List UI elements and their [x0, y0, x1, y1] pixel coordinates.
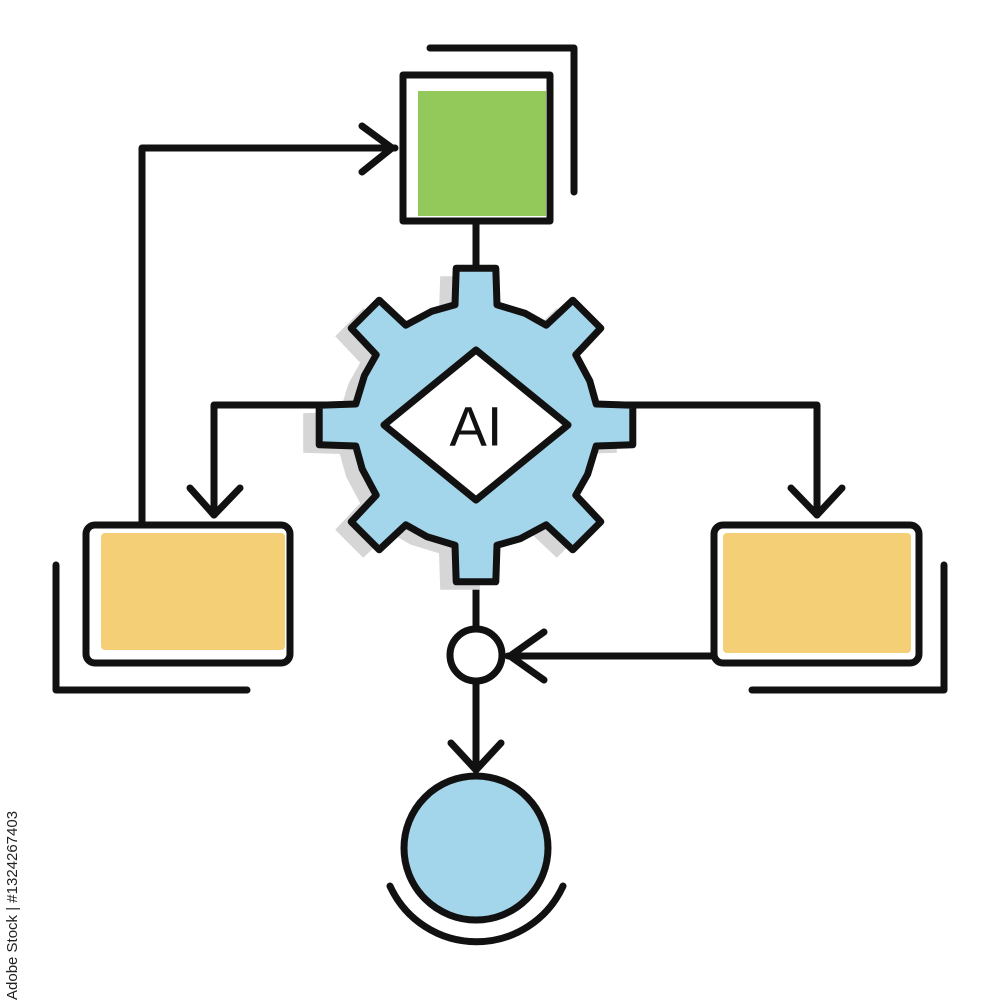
edge-gear-to-right-box — [622, 401, 821, 519]
right-box — [710, 521, 948, 694]
arrowhead-into-merge-node — [506, 628, 548, 684]
left-box-fill — [101, 533, 285, 650]
left-box — [52, 521, 294, 694]
top-box-fill — [418, 91, 546, 216]
edge-left-box-to-top-box — [138, 144, 399, 527]
stock-id-label: Adobe Stock | #1324267403 — [4, 810, 21, 1000]
merge-node — [446, 625, 506, 685]
arrowhead-into-end-node — [447, 739, 505, 774]
end-node — [386, 772, 567, 946]
left-box-stack-accent — [52, 561, 251, 694]
ai-gear: AI — [303, 264, 637, 590]
connectors — [138, 122, 846, 774]
right-box-stack-accent — [748, 561, 948, 694]
right-box-fill — [723, 533, 911, 653]
edge-gear-to-left-box — [210, 401, 330, 519]
end-node-base-arc — [386, 882, 567, 946]
end-node-circle — [400, 772, 552, 924]
ai-diamond — [380, 346, 572, 504]
arrowhead-into-top-box — [358, 122, 396, 176]
arrowhead-into-right-box — [787, 484, 846, 519]
ai-label: AI — [450, 395, 503, 458]
top-box — [399, 44, 578, 225]
top-box-stack-accent — [426, 44, 578, 196]
arrowhead-into-left-box — [186, 484, 244, 519]
